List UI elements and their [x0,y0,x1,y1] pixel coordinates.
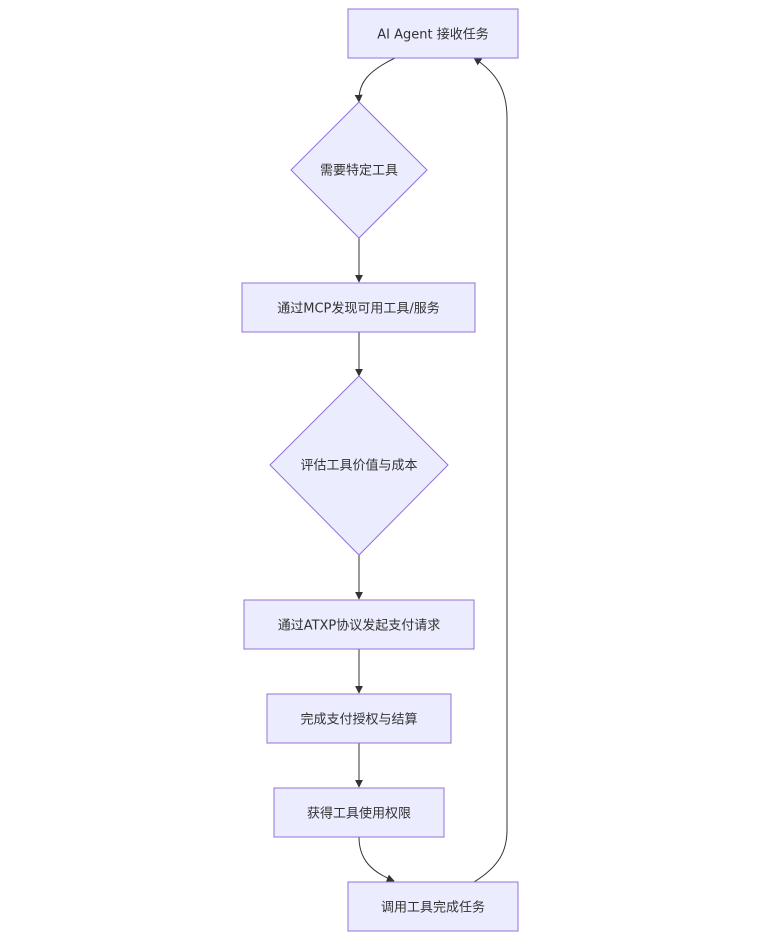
edge-receive-to-need [354,57,396,103]
node-receive-task-label: AI Agent 接收任务 [377,27,488,43]
node-gain-access: 获得工具使用权限 [273,787,445,838]
node-invoke-label: 调用工具完成任务 [381,900,485,916]
edge-access-to-invoke [358,836,395,882]
node-need-tool-label: 需要特定工具 [320,164,398,179]
node-payment-request: 通过ATXP协议发起支付请求 [243,599,475,650]
node-discover: 通过MCP发现可用工具/服务 [241,282,476,333]
node-evaluate-label: 评估工具价值与成本 [300,458,417,474]
node-discover-label: 通过MCP发现可用工具/服务 [277,301,440,317]
node-gain-access-label: 获得工具使用权限 [307,806,411,822]
node-payment-request-label: 通过ATXP协议发起支付请求 [278,618,441,634]
node-authorize-label: 完成支付授权与结算 [300,712,417,728]
node-need-tool: 需要特定工具 [290,101,428,239]
node-evaluate: 评估工具价值与成本 [269,375,449,556]
node-authorize: 完成支付授权与结算 [266,693,452,744]
node-invoke: 调用工具完成任务 [347,881,519,932]
edge-invoke-loop-back [473,57,508,883]
node-receive-task: AI Agent 接收任务 [347,8,519,59]
